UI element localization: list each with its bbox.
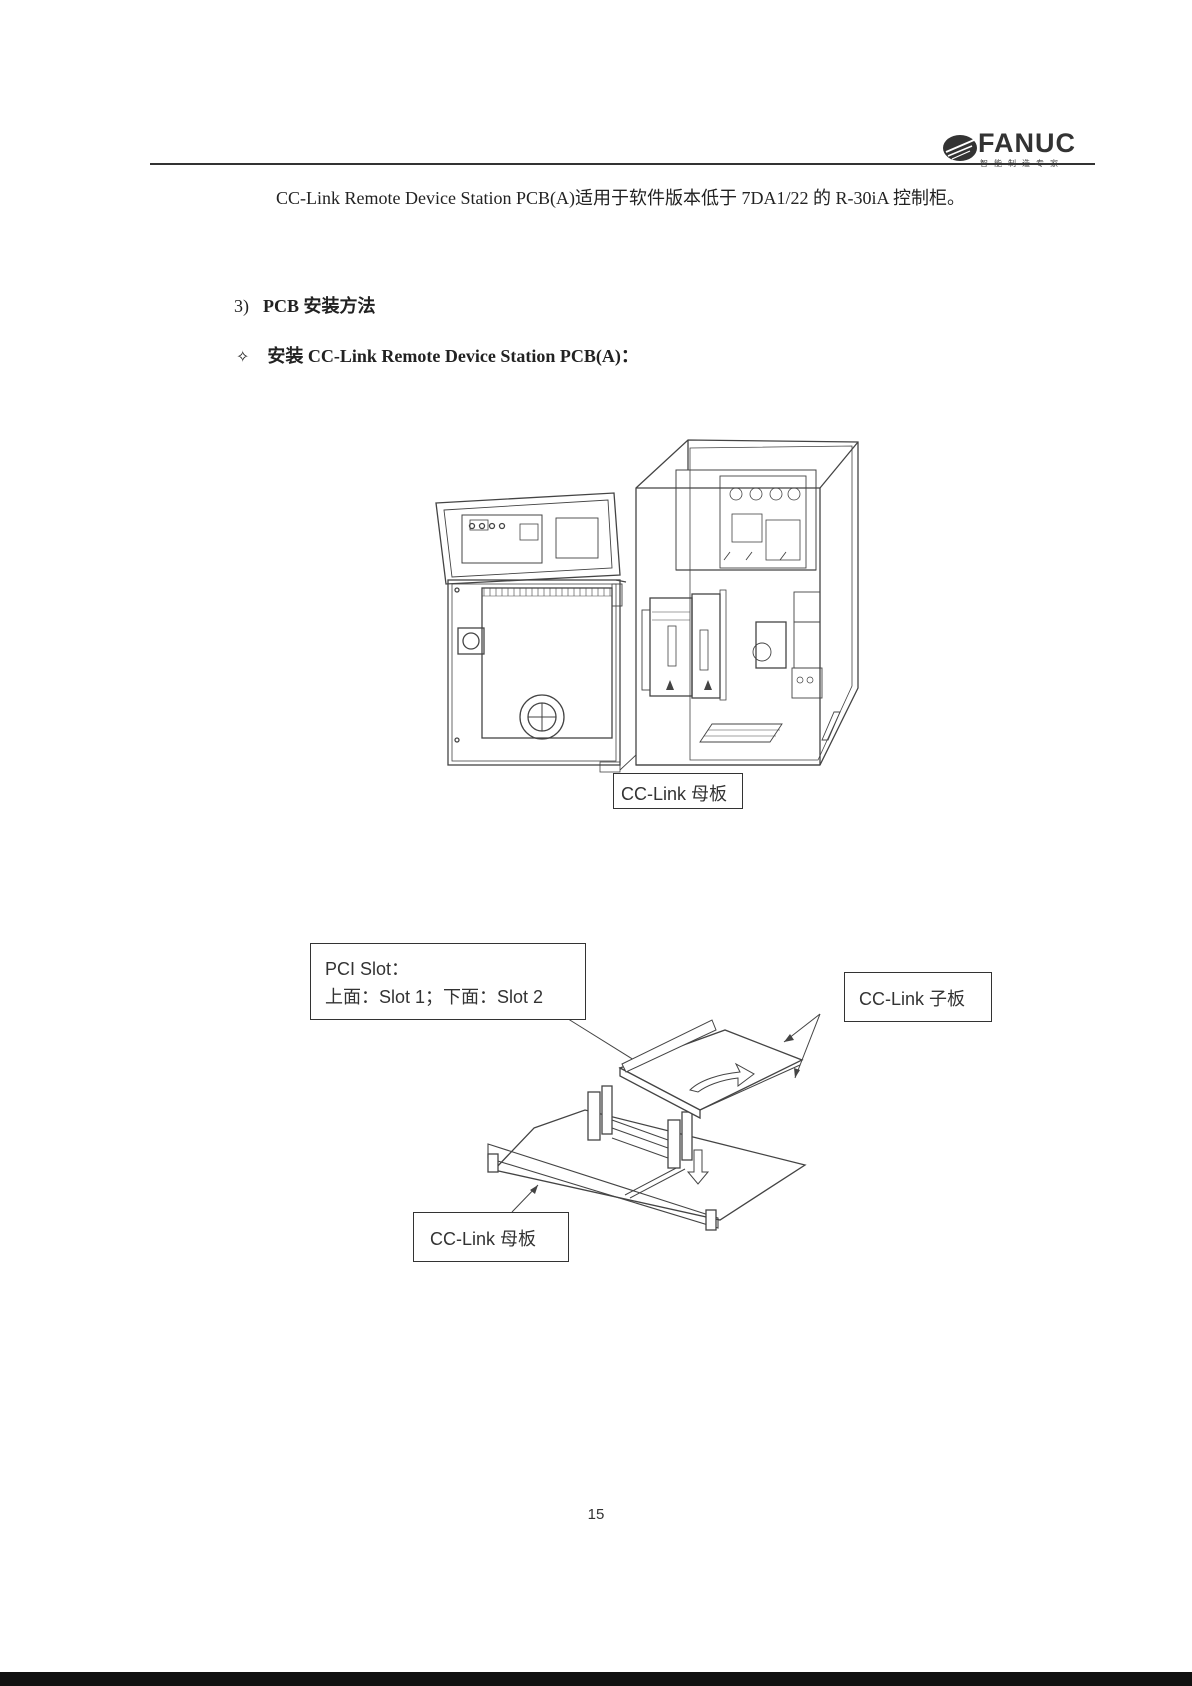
page-number: 15 [0,1506,1192,1523]
section-heading: 3) PCB 安装方法 [234,292,376,318]
pci-slot-detail: 上面：Slot 1；下面：Slot 2 [325,983,585,1011]
section-title: PCB 安装方法 [263,296,376,316]
logo-wordmark: FANUC [978,128,1076,159]
cabinet-figure [0,0,1192,840]
cabinet-motherboard-label: CC-Link 母板 [613,773,743,809]
motherboard-drawing [488,1086,805,1230]
section-number: 3) [234,296,249,316]
pci-slot-callout: PCI Slot： 上面：Slot 1；下面：Slot 2 [310,943,586,1020]
intro-paragraph: CC-Link Remote Device Station PCB(A)适用于软… [276,184,965,210]
header-rule [150,163,1095,165]
fanuc-emblem-icon [940,128,980,168]
callout-lines [512,1014,820,1212]
cabinet-door [436,493,626,765]
cabinet-body [600,440,858,772]
scan-edge-bar [0,1672,1192,1686]
fanuc-logo: FANUC 智能制造专家 [940,128,1090,168]
daughterboard-drawing [620,1020,802,1118]
step-text: 安装 CC-Link Remote Device Station PCB(A)： [267,346,638,366]
daughterboard-label: CC-Link 子板 [844,972,992,1022]
pci-slot-title: PCI Slot： [325,955,585,983]
diamond-bullet-icon: ✧ [236,347,249,366]
motherboard-label: CC-Link 母板 [413,1212,569,1262]
step-item: ✧ 安装 CC-Link Remote Device Station PCB(A)… [236,342,639,368]
